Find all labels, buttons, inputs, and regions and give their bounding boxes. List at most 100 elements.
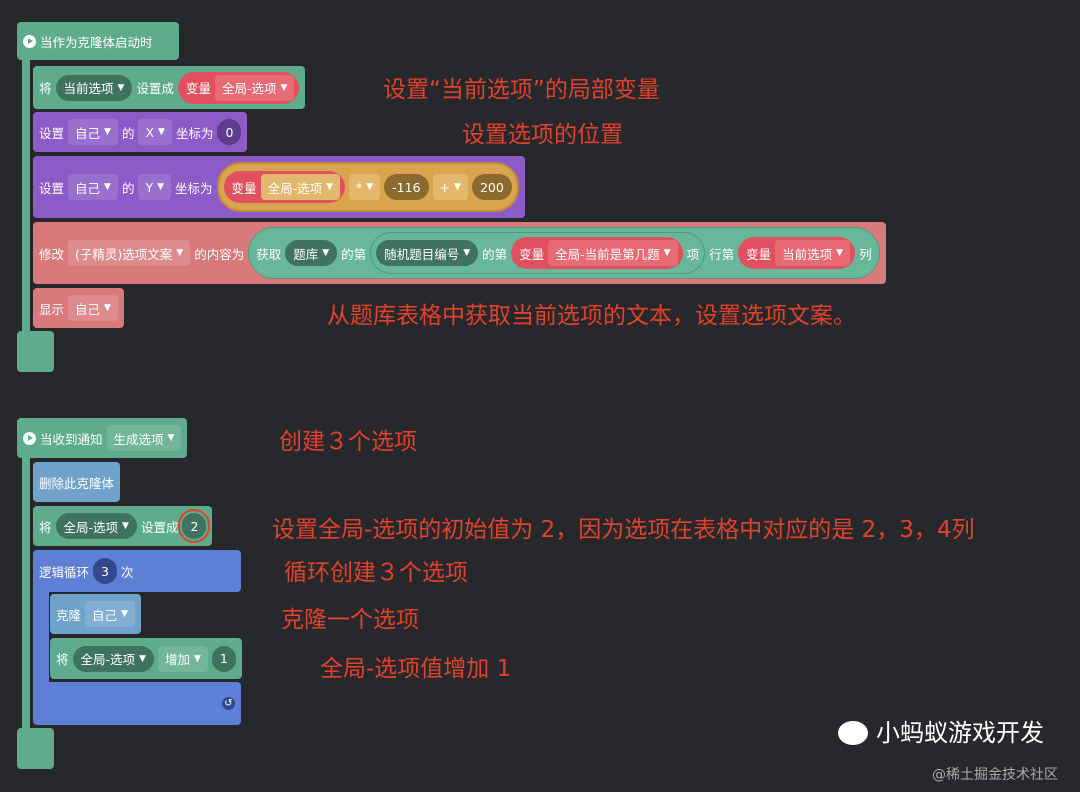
label: 将 <box>56 652 69 667</box>
delete-clone-block[interactable]: 删除此克隆体 <box>33 462 121 502</box>
x-value-input[interactable]: 0 <box>217 119 242 145</box>
label: 坐标为 <box>175 180 213 196</box>
dropdown-arrow-icon: ▼ <box>122 521 129 531</box>
set-y-block[interactable]: 设置 自己▼ 的 Y▼ 坐标为 变量全局-选项▼ *▼ -116 +▼ 200 <box>33 156 525 218</box>
math-operator-reporter[interactable]: 变量全局-选项▼ *▼ -116 +▼ 200 <box>216 162 519 212</box>
operator-dropdown[interactable]: *▼ <box>349 174 381 200</box>
label: 设置 <box>39 125 65 141</box>
hat-when-receive-message[interactable]: 当收到通知 生成选项▼ <box>17 418 188 458</box>
variable-dropdown[interactable]: 当前选项▼ <box>775 240 851 266</box>
dropdown-arrow-icon: ▼ <box>454 182 461 192</box>
script-spine <box>22 455 30 735</box>
set-variable-block[interactable]: 将 全局-选项▼ 设置成 2 <box>33 506 213 546</box>
hat-when-clone-starts[interactable]: 当作为克隆体启动时 <box>17 22 179 60</box>
variable-dropdown[interactable]: 全局-当前是第几题▼ <box>548 240 678 266</box>
dropdown-arrow-icon: ▼ <box>104 127 111 137</box>
object-dropdown[interactable]: 自己▼ <box>68 295 118 321</box>
object-dropdown[interactable]: 自己▼ <box>68 119 118 145</box>
dropdown-arrow-icon: ▼ <box>463 248 471 258</box>
variable-dropdown[interactable]: 当前选项▼ <box>55 74 133 101</box>
repeat-loop-footer: ↺ <box>33 682 241 725</box>
dropdown-arrow-icon: ▼ <box>158 127 165 137</box>
label: 的第 <box>341 246 367 262</box>
message-dropdown[interactable]: 生成选项▼ <box>106 425 182 451</box>
variable-reporter[interactable]: 变量全局-选项▼ <box>223 171 345 203</box>
modify-text-block[interactable]: 修改 (子精灵)选项文案▼ 的内容为 获取 题库▼ 的第 随机题目编号▼ 的第 … <box>33 222 886 284</box>
watermark-name: 小蚂蚁游戏开发 <box>876 719 1044 747</box>
label: 设置成 <box>136 81 174 96</box>
label: 将 <box>39 81 52 96</box>
repeat-loop-header[interactable]: 逻辑循环 3 次 <box>33 550 241 592</box>
operation-dropdown[interactable]: 增加▼ <box>157 645 208 672</box>
label: 的 <box>121 180 135 196</box>
axis-dropdown[interactable]: X▼ <box>138 119 172 145</box>
label: 将 <box>39 519 52 535</box>
dropdown-arrow-icon: ▼ <box>193 653 201 664</box>
table-get-reporter[interactable]: 获取 题库▼ 的第 随机题目编号▼ 的第 变量全局-当前是第几题▼ 项 行第 变… <box>248 227 880 279</box>
annotation: 设置“当前选项”的局部变量 <box>383 77 660 103</box>
annotation: 创建３个选项 <box>279 429 417 455</box>
variable-reporter[interactable]: 变量全局-当前是第几题▼ <box>511 237 683 269</box>
object-dropdown[interactable]: 自己▼ <box>85 601 135 627</box>
list-item-reporter[interactable]: 随机题目编号▼ 的第 变量全局-当前是第几题▼ 项 <box>370 232 706 274</box>
target-dropdown[interactable]: (子精灵)选项文案▼ <box>68 240 191 266</box>
count-input[interactable]: 3 <box>93 558 117 584</box>
dropdown-arrow-icon: ▼ <box>663 248 671 258</box>
label: 获取 <box>256 246 282 262</box>
script-spine <box>22 58 30 358</box>
dropdown-arrow-icon: ▼ <box>139 653 146 664</box>
dropdown-arrow-icon: ▼ <box>326 182 333 192</box>
label: 逻辑循环 <box>39 564 90 580</box>
label: 的内容为 <box>194 246 245 262</box>
dropdown-arrow-icon: ▼ <box>322 248 330 258</box>
dropdown-arrow-icon: ▼ <box>280 82 288 93</box>
label: 次 <box>120 564 134 580</box>
axis-dropdown[interactable]: Y▼ <box>138 174 172 200</box>
table-dropdown[interactable]: 题库▼ <box>285 240 338 266</box>
script-end-cap <box>17 728 54 769</box>
annotation: 全局-选项值增加 1 <box>320 656 512 682</box>
repeat-loop-arm <box>33 588 49 688</box>
label: 列 <box>859 246 872 262</box>
label: 设置 <box>39 180 65 196</box>
label: 删除此克隆体 <box>39 475 115 491</box>
annotation: 循环创建３个选项 <box>284 560 468 586</box>
operator-dropdown[interactable]: +▼ <box>432 174 468 200</box>
variable-dropdown[interactable]: 全局-选项▼ <box>72 645 154 672</box>
annotation: 设置全局-选项的初始值为 2，因为选项在表格中对应的是 2，3，4列 <box>272 517 975 543</box>
change-variable-block[interactable]: 将 全局-选项▼ 增加▼ 1 <box>50 638 242 679</box>
value-input[interactable]: 1 <box>211 645 236 672</box>
label: 的 <box>121 125 135 141</box>
show-block[interactable]: 显示 自己▼ <box>33 288 124 328</box>
label: 坐标为 <box>175 125 214 141</box>
hat-label: 当作为克隆体启动时 <box>40 34 153 50</box>
variable-dropdown[interactable]: 全局-选项▼ <box>214 74 295 101</box>
dropdown-arrow-icon: ▼ <box>167 433 175 443</box>
number-input[interactable]: -116 <box>384 174 429 200</box>
variable-dropdown[interactable]: 全局-选项▼ <box>260 174 340 200</box>
dropdown-arrow-icon: ▼ <box>104 303 111 313</box>
play-icon <box>23 431 36 445</box>
label: 行第 <box>709 246 735 262</box>
variable-reporter[interactable]: 变量当前选项▼ <box>738 237 856 269</box>
hat-label: 当收到通知 <box>40 431 103 447</box>
list-dropdown[interactable]: 随机题目编号▼ <box>376 240 479 266</box>
clone-block[interactable]: 克隆 自己▼ <box>50 594 141 634</box>
dropdown-arrow-icon: ▼ <box>836 248 844 258</box>
variable-dropdown[interactable]: 全局-选项▼ <box>55 513 137 539</box>
set-variable-block[interactable]: 将 当前选项▼ 设置成 变量全局-选项▼ <box>33 66 306 109</box>
number-input[interactable]: 200 <box>471 174 512 200</box>
label: 项 <box>686 246 700 262</box>
dropdown-arrow-icon: ▼ <box>366 182 374 192</box>
label: 修改 <box>39 246 65 262</box>
object-dropdown[interactable]: 自己▼ <box>68 174 118 200</box>
annotation: 设置选项的位置 <box>462 122 623 148</box>
dropdown-arrow-icon: ▼ <box>157 182 165 192</box>
dropdown-arrow-icon: ▼ <box>117 82 125 93</box>
set-x-block[interactable]: 设置 自己▼ 的 X▼ 坐标为 0 <box>33 112 248 152</box>
variable-reporter[interactable]: 变量全局-选项▼ <box>177 71 300 104</box>
label: 设置成 <box>140 519 179 535</box>
value-input[interactable]: 2 <box>178 509 211 543</box>
label: 克隆 <box>56 607 82 623</box>
watermark: 小蚂蚁游戏开发 <box>838 718 1044 748</box>
